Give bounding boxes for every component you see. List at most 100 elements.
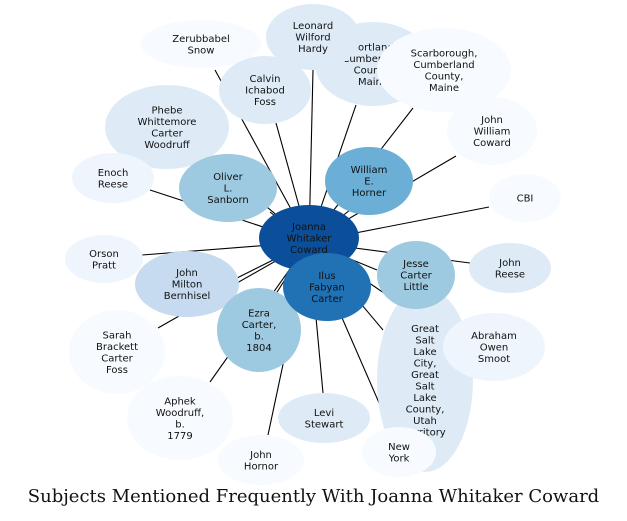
levi-stewart-bubble: [278, 393, 370, 443]
enoch-reese-label-line: Enoch: [98, 168, 129, 179]
calvin-ichabod-foss-label-line: Calvin: [250, 74, 281, 85]
scarborough-cumberland-county-maine-label-line: Scarborough,: [411, 48, 478, 59]
john-milton-bernhisel-label-line: John: [175, 268, 198, 279]
new-york-label-line: York: [388, 453, 410, 464]
john-reese-label-line: John: [498, 258, 521, 269]
leonard-wilford-hardy-label-line: Leonard: [293, 21, 333, 32]
abraham-owen-smoot-label-line: Owen: [480, 343, 509, 354]
aphek-woodruff-b-1779-label-line: b.: [175, 419, 185, 430]
portland-cumberland-county-maine-label-line: County,: [354, 65, 393, 76]
great-salt-lake-city-utah-territory-label-line: Lake: [413, 347, 436, 358]
john-william-coward-label-line: William: [474, 127, 511, 138]
sarah-brackett-carter-foss-label-line: Foss: [106, 365, 128, 376]
sarah-brackett-carter-foss-bubble: [69, 310, 165, 394]
enoch-reese-label-line: Reese: [98, 179, 128, 190]
scarborough-cumberland-county-maine-label-line: County,: [425, 71, 464, 82]
great-salt-lake-city-utah-territory-label-line: Lake: [413, 393, 436, 404]
abraham-owen-smoot-label-line: Abraham: [471, 331, 517, 342]
enoch-reese-bubble: [72, 153, 154, 203]
oliver-l-sanborn-bubble: [179, 154, 277, 222]
sarah-brackett-carter-foss-label-line: Sarah: [102, 330, 131, 341]
scarborough-cumberland-county-maine-bubble: [377, 28, 511, 112]
orson-pratt-bubble: [65, 235, 143, 283]
ilus-fabyan-carter-bubble: [283, 253, 371, 321]
scarborough-cumberland-county-maine-label-line: Maine: [429, 83, 459, 94]
aphek-woodruff-b-1779-bubble: [127, 376, 233, 460]
portland-cumberland-county-maine-label-line: Portland: [352, 42, 393, 53]
great-salt-lake-city-utah-territory-label-line: Utah: [413, 416, 437, 427]
phebe-whittemore-carter-woodruff-label-line: Woodruff: [144, 140, 190, 151]
aphek-woodruff-b-1779-label-line: Woodruff,: [156, 408, 204, 419]
cbi-bubble: [489, 174, 561, 222]
oliver-l-sanborn-label-line: L.: [224, 184, 233, 195]
phebe-whittemore-carter-woodruff-label-line: Whittemore: [138, 117, 197, 128]
john-william-coward-label-line: John: [480, 115, 503, 126]
abraham-owen-smoot-bubble: [443, 313, 545, 381]
oliver-l-sanborn-label-line: Sanborn: [207, 195, 249, 206]
ezra-carter-b-1804-bubble: [217, 288, 301, 372]
jesse-carter-little-label-line: Carter: [400, 271, 432, 282]
center-label-line: Whitaker: [287, 234, 333, 245]
great-salt-lake-city-utah-territory-label-line: City,: [414, 358, 437, 369]
center-label-line: Coward: [290, 245, 328, 256]
levi-stewart-label-line: Levi: [314, 408, 334, 419]
aphek-woodruff-b-1779-label-line: Aphek: [164, 396, 196, 407]
william-e-horner-bubble: [325, 147, 413, 215]
aphek-woodruff-b-1779-label-line: 1779: [167, 431, 192, 442]
zerubbabel-snow-label-line: Zerubbabel: [172, 34, 230, 45]
scarborough-cumberland-county-maine-label-line: Cumberland: [413, 60, 474, 71]
great-salt-lake-city-utah-territory-label-line: County,: [406, 404, 445, 415]
william-e-horner-label-line: William: [351, 165, 388, 176]
jesse-carter-little-bubble: [377, 241, 455, 309]
ilus-fabyan-carter-label-line: Carter: [311, 294, 343, 305]
calvin-ichabod-foss-bubble: [219, 56, 311, 124]
john-hornor-label-line: Hornor: [244, 461, 279, 472]
john-hornor-label-line: John: [249, 450, 272, 461]
ilus-fabyan-carter-label-line: Fabyan: [309, 283, 345, 294]
portland-cumberland-county-maine-label-line: Cumberland: [342, 54, 403, 65]
levi-stewart-label-line: Stewart: [305, 419, 344, 430]
ezra-carter-b-1804-label-line: b.: [254, 331, 264, 342]
sarah-brackett-carter-foss-label-line: Brackett: [96, 342, 138, 353]
john-hornor-bubble: [218, 435, 304, 485]
jesse-carter-little-label-line: Jesse: [402, 259, 429, 270]
great-salt-lake-city-utah-territory-label-line: Territory: [403, 427, 446, 438]
orson-pratt-label-line: Pratt: [92, 260, 116, 271]
john-milton-bernhisel-bubble: [135, 251, 239, 317]
zerubbabel-snow-bubble: [141, 20, 261, 68]
portland-cumberland-county-maine-label-line: Maine: [358, 77, 388, 88]
node-layer: GreatSaltLakeCity,GreatSaltLakeCounty,Ut…: [65, 4, 561, 485]
center-label-line: Joanna: [291, 222, 326, 233]
great-salt-lake-city-utah-territory-label-line: Great: [411, 324, 439, 335]
diagram-title: Subjects Mentioned Frequently With Joann…: [27, 486, 600, 507]
ezra-carter-b-1804-label-line: 1804: [246, 343, 271, 354]
leonard-wilford-hardy-label-line: Hardy: [298, 44, 328, 55]
orson-pratt-label-line: Orson: [89, 249, 119, 260]
jesse-carter-little-label-line: Little: [403, 282, 428, 293]
new-york-bubble: [362, 427, 436, 477]
william-e-horner-label-line: E.: [364, 177, 374, 188]
great-salt-lake-city-utah-territory-label-line: Salt: [415, 335, 434, 346]
great-salt-lake-city-utah-territory-label-line: Great: [411, 370, 439, 381]
ilus-fabyan-carter-label-line: Ilus: [318, 271, 335, 282]
ezra-carter-b-1804-label-line: Carter,: [242, 320, 277, 331]
abraham-owen-smoot-label-line: Smoot: [478, 354, 510, 365]
